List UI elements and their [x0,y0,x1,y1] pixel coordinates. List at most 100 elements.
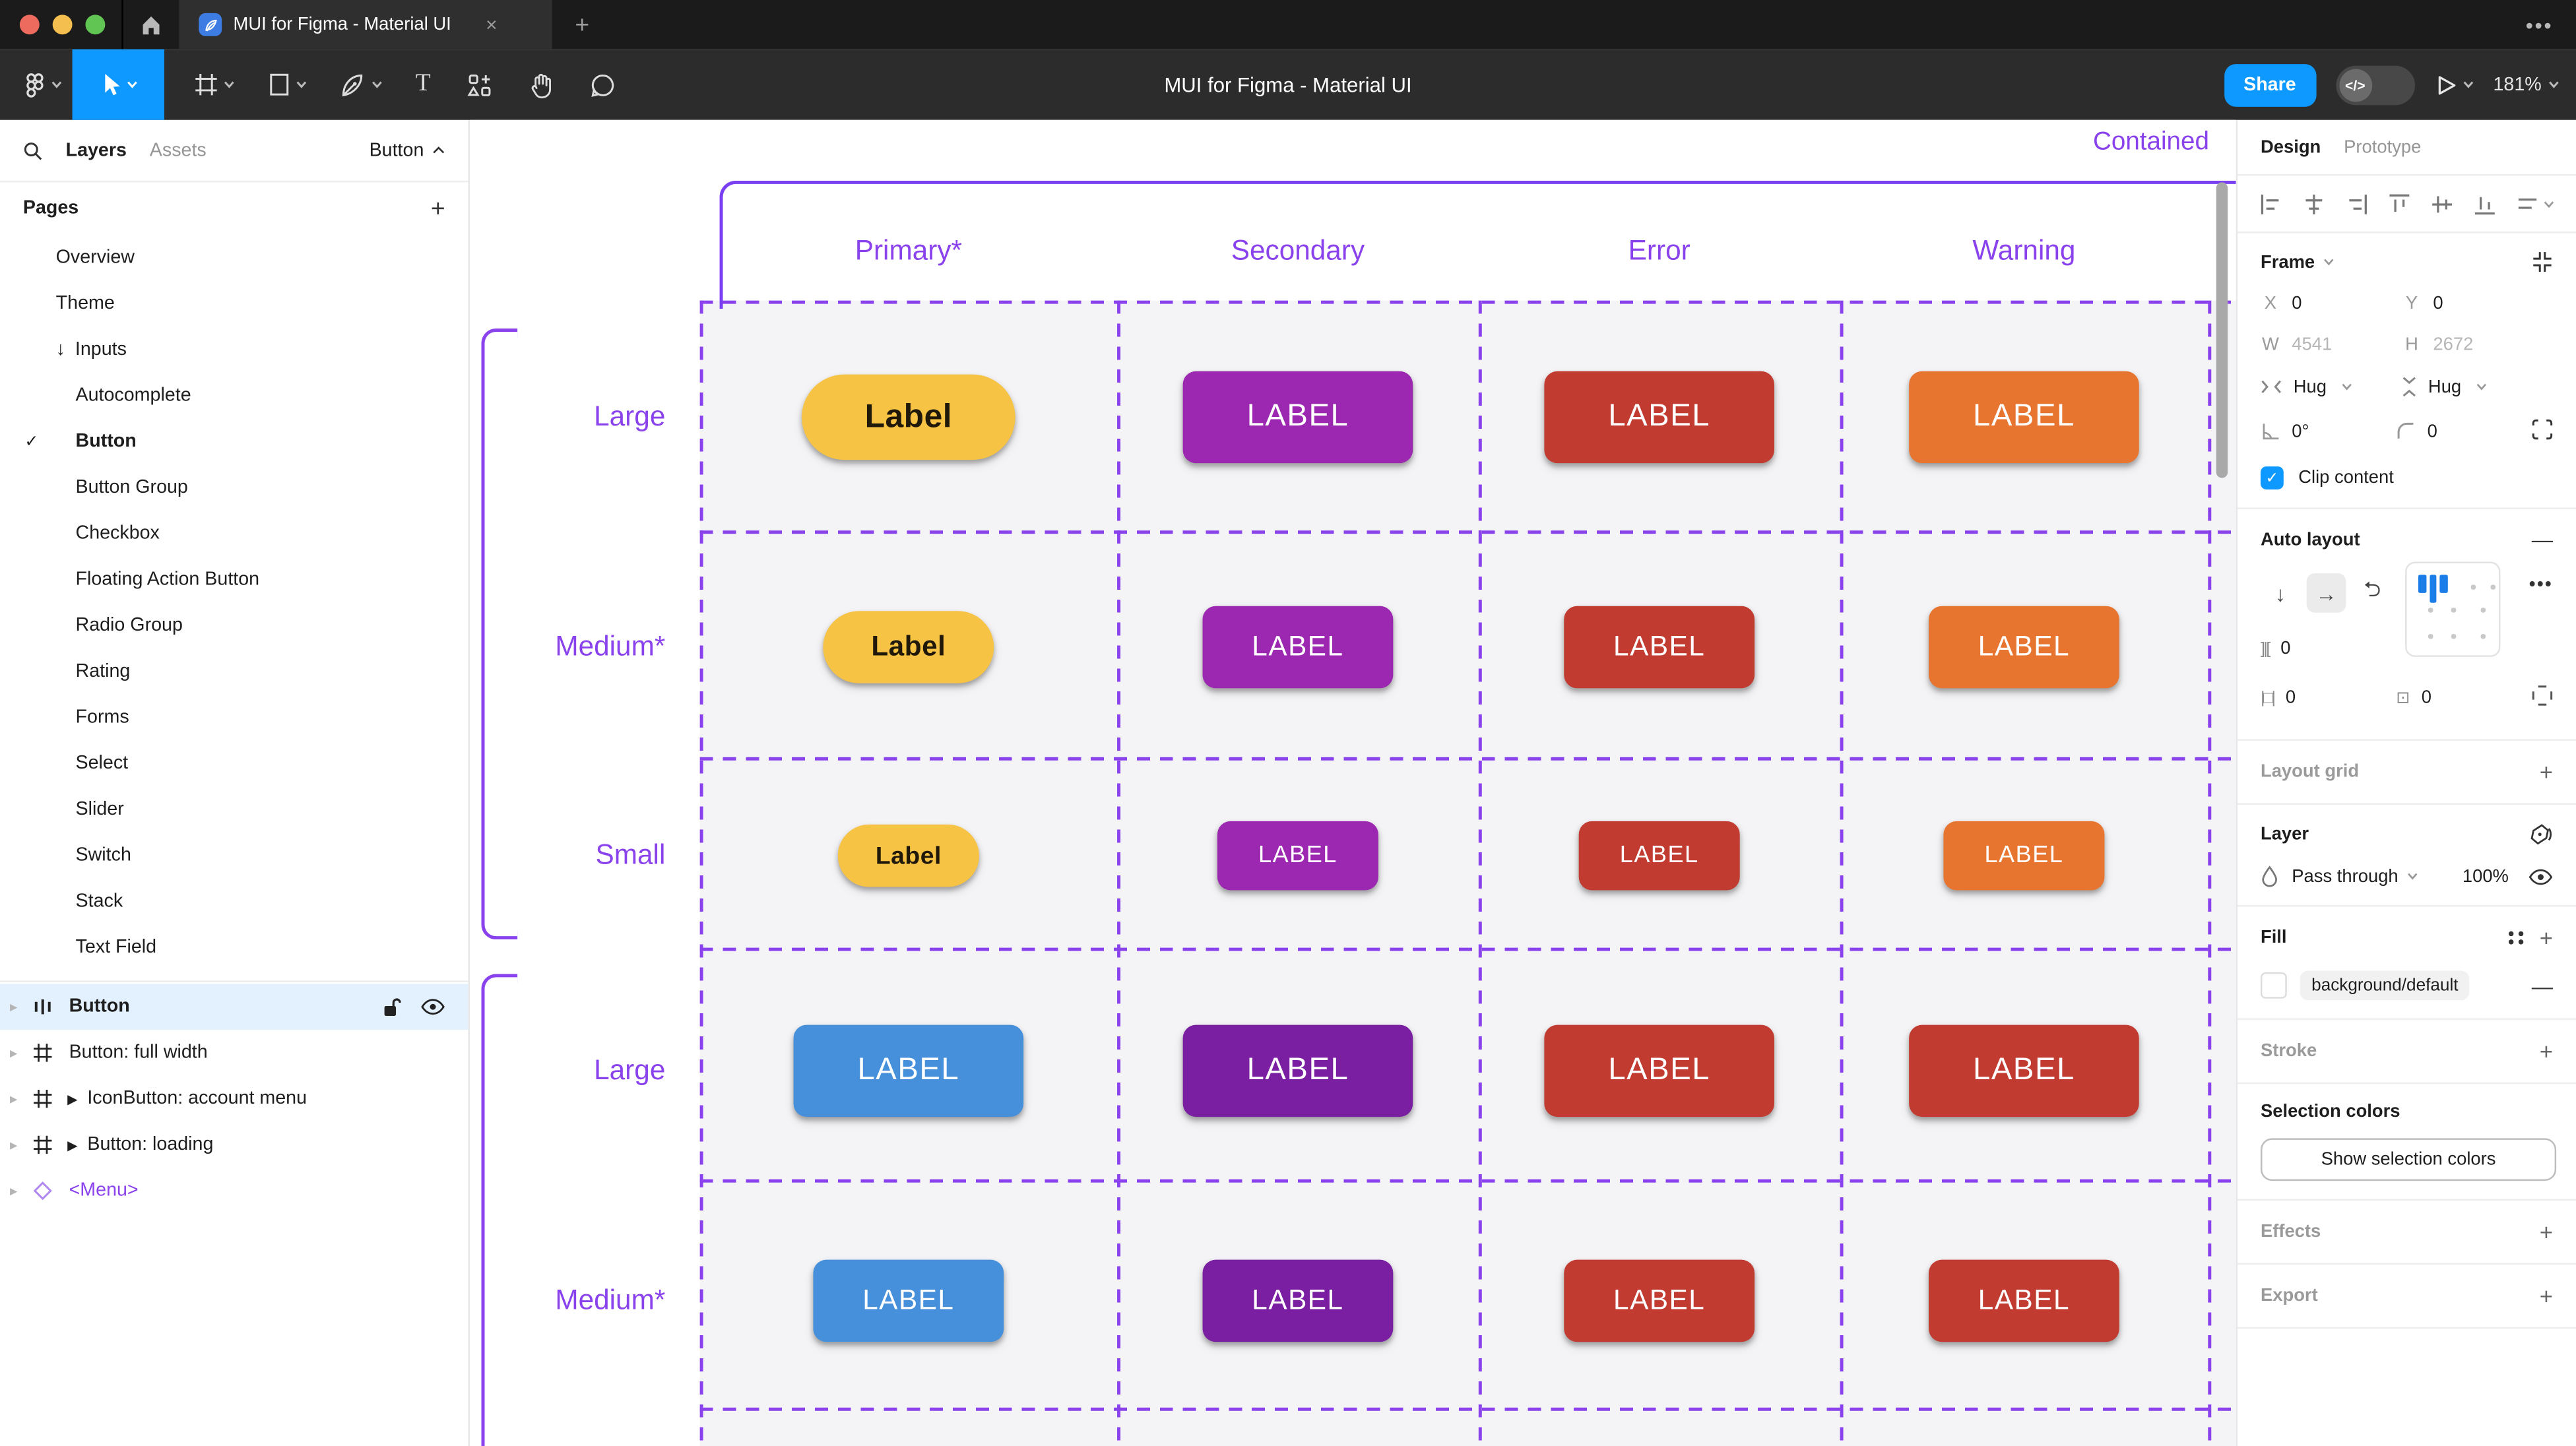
align-h-center-icon[interactable] [2302,191,2326,216]
window-menu-icon[interactable]: ••• [2525,12,2554,38]
canvas-button-secondary-large[interactable]: LABEL [1182,1024,1413,1117]
canvas-button-warning-small[interactable]: LABEL [1943,821,2105,891]
canvas-button-warning-medium[interactable]: LABEL [1929,1259,2119,1342]
horizontal-resizing-dropdown[interactable]: Hug [2261,377,2402,396]
hand-tool-button[interactable] [519,49,564,120]
move-tool-button[interactable] [72,49,164,120]
page-item-text-field[interactable]: Text Field [0,925,468,971]
auto-layout-more-button[interactable]: ••• [2528,575,2554,595]
canvas-button-error-medium[interactable]: LABEL [1564,606,1755,689]
align-left-icon[interactable] [2259,191,2283,216]
frame-section-title[interactable]: Frame [2260,252,2315,272]
rotation-field[interactable]: 0° [2261,422,2396,442]
page-item-inputs[interactable]: ↓Inputs [0,327,468,373]
comment-tool-button[interactable] [580,49,626,120]
expand-chevron-icon[interactable]: ▸ [9,1181,18,1199]
layer-filter-dropdown[interactable]: Button [370,141,445,160]
auto-layout-wrap-button[interactable]: ⮌ [2364,576,2381,602]
collapse-icon[interactable] [2532,251,2553,272]
item-spacing-field[interactable]: ]|[0 [2260,639,2291,659]
individual-padding-icon[interactable] [2532,685,2553,706]
page-item-rating[interactable]: Rating [0,648,468,695]
canvas-button-primary-medium[interactable]: Label [823,611,994,683]
add-effect-button[interactable]: + [2539,1218,2554,1245]
layer-row-button-full-width[interactable]: ▸Button: full width [0,1030,468,1076]
page-item-button-group[interactable]: Button Group [0,465,468,511]
page-item-floating-action-button[interactable]: Floating Action Button [0,557,468,603]
present-button[interactable] [2434,49,2474,120]
canvas-button-error-large[interactable]: LABEL [1544,1024,1774,1117]
canvas-button-secondary-large[interactable]: LABEL [1182,371,1413,464]
unlock-icon[interactable] [383,996,401,1017]
layer-row-iconbutton-account-menu[interactable]: ▸▶IconButton: account menu [0,1076,468,1122]
canvas-scrollbar[interactable] [2216,182,2228,478]
expand-chevron-icon[interactable]: ▸ [9,1135,18,1152]
canvas-button-secondary-small[interactable]: LABEL [1217,821,1378,891]
layer-row-button-loading[interactable]: ▸▶Button: loading [0,1122,468,1168]
align-top-icon[interactable] [2387,191,2412,216]
zoom-menu[interactable]: 181% [2493,75,2560,94]
tab-assets[interactable]: Assets [149,140,207,160]
auto-layout-vertical-button[interactable]: ↓ [2274,581,2286,606]
pen-tool-button[interactable] [330,49,393,120]
home-button[interactable] [123,0,179,49]
resources-tool-button[interactable] [457,49,503,120]
page-item-select[interactable]: Select [0,741,468,787]
zoom-window-button[interactable] [85,15,106,35]
distribute-menu[interactable] [2515,191,2555,216]
search-icon[interactable] [23,141,43,160]
page-item-checkbox[interactable]: Checkbox [0,511,468,557]
canvas-button-warning-large[interactable]: LABEL [1909,1024,2139,1117]
fill-token-chip[interactable]: background/default [2300,970,2470,1001]
alignment-widget[interactable] [2405,561,2501,657]
eye-icon[interactable] [420,999,445,1015]
show-selection-colors-button[interactable]: Show selection colors [2260,1138,2557,1181]
page-item-radio-group[interactable]: Radio Group [0,603,468,649]
blend-mode-dropdown[interactable]: Pass through [2292,866,2399,887]
tab-prototype[interactable]: Prototype [2344,137,2422,157]
page-item-switch[interactable]: Switch [0,833,468,879]
add-fill-button[interactable]: + [2539,924,2554,951]
clip-content-checkbox[interactable]: ✓ [2260,466,2284,489]
vertical-resizing-dropdown[interactable]: Hug [2402,376,2543,397]
add-layout-grid-button[interactable]: + [2539,759,2554,786]
remove-auto-layout-button[interactable]: — [2531,527,2554,552]
tab-layers[interactable]: Layers [65,140,127,160]
page-item-slider[interactable]: Slider [0,787,468,833]
canvas-button-secondary-medium[interactable]: LABEL [1202,1259,1394,1342]
layer-opacity-field[interactable]: 100% [2462,866,2509,887]
page-item-forms[interactable]: Forms [0,695,468,741]
canvas-button-error-small[interactable]: LABEL [1578,821,1740,891]
horizontal-padding-field[interactable]: |□|0 [2260,688,2296,708]
vertical-padding-field[interactable]: ⊡0 [2396,688,2431,708]
canvas-button-primary-small[interactable]: Label [837,824,979,887]
add-stroke-button[interactable]: + [2539,1038,2554,1065]
canvas-button-secondary-medium[interactable]: LABEL [1202,606,1394,689]
file-tab[interactable]: MUI for Figma - Material UI × [179,0,552,49]
auto-layout-horizontal-button[interactable]: → [2306,573,2346,613]
canvas-button-primary-medium[interactable]: LABEL [813,1259,1004,1342]
dev-mode-toggle[interactable]: </> [2335,65,2414,105]
layer-row-button[interactable]: ▸Button [0,984,468,1030]
canvas-button-error-medium[interactable]: LABEL [1564,1259,1755,1342]
add-page-button[interactable]: + [430,195,445,223]
align-right-icon[interactable] [2344,191,2369,216]
page-item-overview[interactable]: Overview [0,235,468,281]
independent-corners-icon[interactable] [2532,419,2553,440]
share-button[interactable]: Share [2224,63,2316,106]
eye-icon[interactable] [2528,868,2553,885]
frame-tool-button[interactable] [184,49,245,120]
frame-title[interactable]: Contained [2093,128,2209,156]
canvas-button-primary-large[interactable]: Label [802,374,1015,460]
new-tab-button[interactable]: + [575,11,590,39]
expand-chevron-icon[interactable]: ▸ [9,1089,18,1106]
expand-chevron-icon[interactable]: ▸ [9,1044,18,1061]
align-bottom-icon[interactable] [2472,191,2497,216]
page-item-theme[interactable]: Theme [0,281,468,327]
align-v-center-icon[interactable] [2430,191,2454,216]
